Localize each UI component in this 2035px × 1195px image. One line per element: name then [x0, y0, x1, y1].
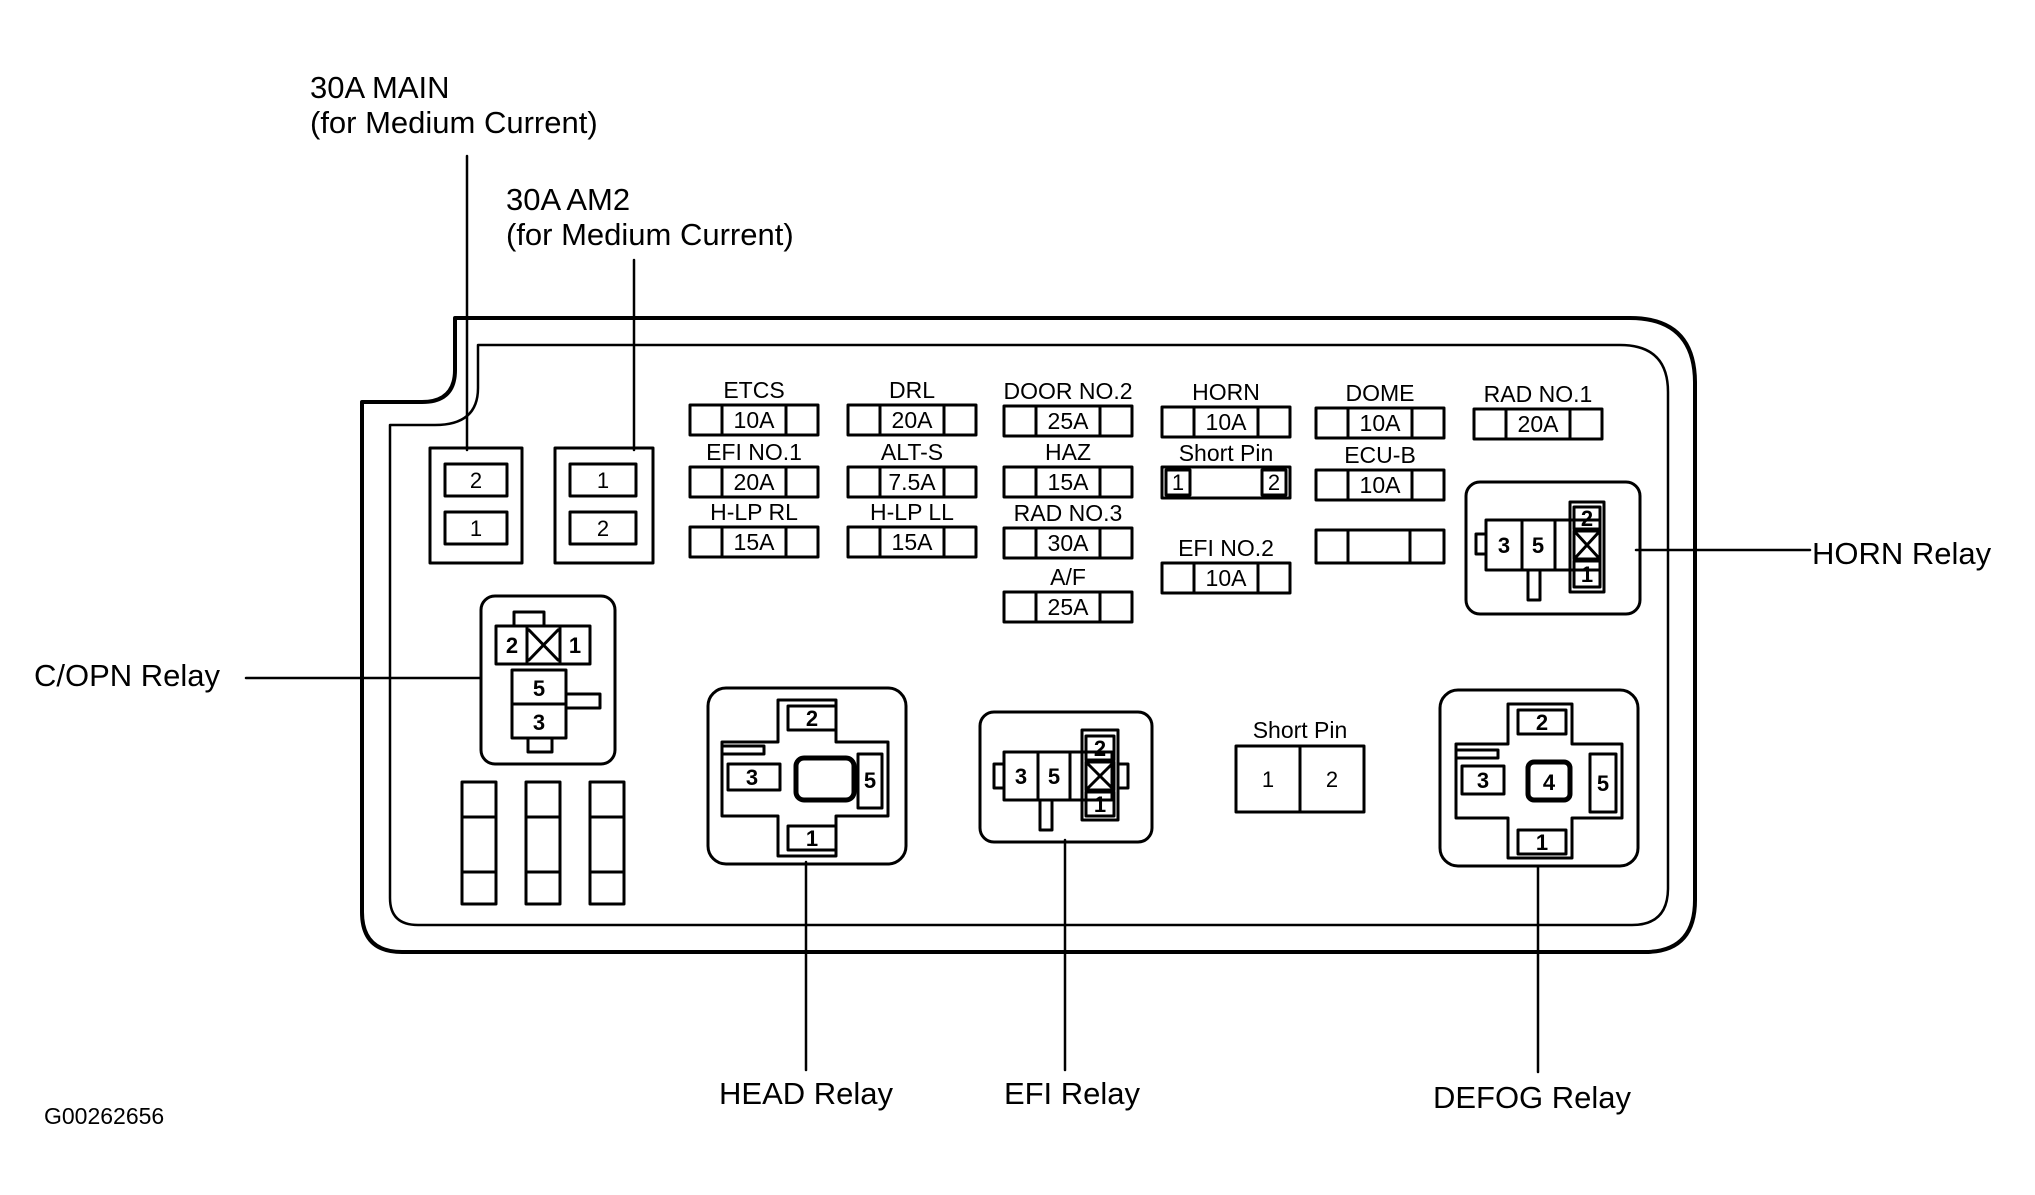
spare-fuses — [460, 780, 626, 906]
defog-relay-label: DEFOG Relay — [1433, 1080, 1632, 1115]
horn-pin-3: 3 — [1498, 533, 1510, 558]
am2-fuse-top-pin: 1 — [597, 468, 609, 493]
efi-pin-2: 2 — [1094, 736, 1106, 761]
head-pin-3: 3 — [746, 765, 758, 790]
horn-pin-1: 1 — [1581, 562, 1593, 587]
fuse-label-alts: ALT-S — [881, 439, 943, 465]
defog-pin-2: 2 — [1536, 710, 1548, 735]
main-fuse-bottom-pin: 1 — [470, 516, 482, 541]
fuse-label-efi1: EFI NO.1 — [706, 439, 802, 465]
horn-pin-2: 2 — [1581, 506, 1593, 531]
copn-relay-label: C/OPN Relay — [34, 658, 221, 693]
figure-code: G00262656 — [44, 1103, 164, 1129]
main-callout-line1: 30A MAIN — [310, 70, 450, 105]
head-relay-body — [706, 686, 908, 866]
fuse-label-door2: DOOR NO.2 — [1003, 378, 1132, 404]
am2-callout-line2: (for Medium Current) — [506, 217, 794, 252]
fuse-value-efi1: 20A — [734, 469, 776, 495]
head-pin-2: 2 — [806, 706, 818, 731]
fuse-value-haz: 15A — [1048, 469, 1090, 495]
horn-pin-5: 5 — [1532, 533, 1544, 558]
efi-pin-3: 3 — [1015, 764, 1027, 789]
am2-fuse-block — [553, 446, 655, 565]
short-pin-large-body — [1234, 744, 1366, 814]
horn-relay-body — [1464, 480, 1642, 616]
fuse-box-outline — [360, 316, 1697, 954]
fuse-label-etcs: ETCS — [723, 377, 784, 403]
copn-pin-1: 1 — [569, 633, 581, 658]
fuse-label-hlprl: H-LP RL — [710, 499, 798, 525]
short-pin-small-right: 2 — [1268, 470, 1280, 495]
fuse-label-drl: DRL — [889, 377, 935, 403]
defog-pin-4: 4 — [1543, 770, 1556, 795]
fuse-value-efi2: 10A — [1206, 565, 1248, 591]
copn-pin-5: 5 — [533, 676, 545, 701]
leader-lines — [244, 154, 1812, 1074]
small-fuse-bodies — [688, 403, 1604, 624]
fuse-label-horn: HORN — [1192, 379, 1260, 405]
am2-callout-line1: 30A AM2 — [506, 182, 630, 217]
main-fuse-block — [428, 446, 524, 565]
fuse-value-drl: 20A — [892, 407, 934, 433]
fuse-label-rad3: RAD NO.3 — [1014, 500, 1123, 526]
main-callout-line2: (for Medium Current) — [310, 105, 598, 140]
fuse-value-af: 25A — [1048, 594, 1090, 620]
fuse-value-alts: 7.5A — [888, 469, 936, 495]
short-pin-small-label: Short Pin — [1179, 440, 1274, 466]
fuse-value-hlpll: 15A — [892, 529, 934, 555]
fuse-label-ecub: ECU-B — [1344, 442, 1416, 468]
defog-pin-5: 5 — [1597, 771, 1609, 796]
blank-fuse-slot — [1314, 528, 1446, 565]
fuse-value-hlprl: 15A — [734, 529, 776, 555]
efi-relay-body — [978, 710, 1154, 844]
am2-fuse-bottom-pin: 2 — [597, 516, 609, 541]
fuse-value-ecub: 10A — [1360, 472, 1402, 498]
fuse-value-etcs: 10A — [734, 407, 776, 433]
copn-relay-body — [479, 594, 617, 766]
copn-pin-3: 3 — [533, 710, 545, 735]
short-pin-large-left: 1 — [1262, 767, 1274, 792]
efi-relay-label: EFI Relay — [1004, 1076, 1141, 1111]
short-pin-large-right: 2 — [1326, 767, 1338, 792]
fuse-value-rad3: 30A — [1048, 530, 1090, 556]
fuse-value-horn: 10A — [1206, 409, 1248, 435]
head-pin-5: 5 — [864, 768, 876, 793]
short-pin-small-left: 1 — [1172, 470, 1184, 495]
copn-pin-2: 2 — [506, 633, 518, 658]
fuse-label-efi2: EFI NO.2 — [1178, 535, 1274, 561]
horn-relay-label: HORN Relay — [1812, 536, 1992, 571]
fuse-label-haz: HAZ — [1045, 439, 1091, 465]
fuse-value-rad1: 20A — [1518, 411, 1560, 437]
fuse-label-hlpll: H-LP LL — [870, 499, 954, 525]
head-pin-1: 1 — [806, 826, 818, 851]
fuse-label-af: A/F — [1050, 564, 1086, 590]
head-relay-label: HEAD Relay — [719, 1076, 893, 1111]
fuse-label-rad1: RAD NO.1 — [1484, 381, 1593, 407]
fuse-label-dome: DOME — [1346, 380, 1415, 406]
main-fuse-top-pin: 2 — [470, 468, 482, 493]
efi-pin-5: 5 — [1048, 764, 1060, 789]
defog-pin-3: 3 — [1477, 768, 1489, 793]
fuse-value-dome: 10A — [1360, 410, 1402, 436]
efi-pin-1: 1 — [1094, 792, 1106, 817]
defog-relay-body — [1438, 688, 1640, 868]
defog-pin-1: 1 — [1536, 830, 1548, 855]
short-pin-large-label: Short Pin — [1253, 717, 1348, 743]
fuse-value-door2: 25A — [1048, 408, 1090, 434]
short-pin-small-body — [1160, 465, 1292, 500]
